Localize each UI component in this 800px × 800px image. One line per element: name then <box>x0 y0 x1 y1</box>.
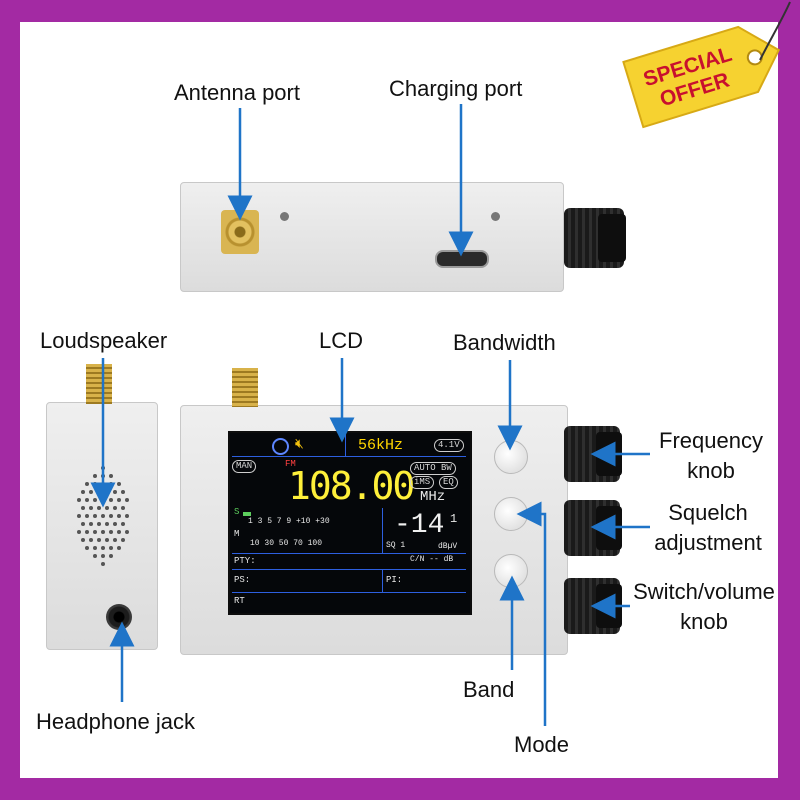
ps-field: PS: <box>234 575 251 585</box>
status-separator-v <box>345 434 346 456</box>
squelch-label: Squelch adjustment <box>654 500 762 555</box>
bandwidth-button[interactable] <box>494 440 528 474</box>
rt-field: RT <box>234 596 245 606</box>
mode-tag: MAN <box>232 460 257 473</box>
signal-value: -14 <box>394 510 445 541</box>
bandwidth-label: Bandwidth <box>453 330 556 355</box>
front-antenna <box>232 368 258 407</box>
charging-port-label: Charging port <box>389 76 523 101</box>
screw <box>280 212 289 221</box>
rds-separator-v <box>382 570 383 592</box>
headphone-jack-port <box>106 604 132 630</box>
m-meter-scale: 10 30 50 70 100 <box>250 539 323 548</box>
mode-label: Mode <box>514 732 570 757</box>
squelch-knob-cap <box>596 506 622 550</box>
circle-indicator-icon <box>272 438 289 455</box>
frequency-knob-cap <box>596 432 622 476</box>
frequency-knob-label: Frequency knob <box>659 428 763 483</box>
pty-field: PTY: <box>234 556 256 566</box>
speaker-antenna <box>86 364 112 404</box>
battery-indicator: 4.1V <box>434 439 464 452</box>
auto-bw-tag: AUTO BW <box>410 462 456 475</box>
loudspeaker-grille <box>77 466 129 566</box>
top-knob-cap <box>598 214 626 262</box>
rds-separator <box>232 592 466 593</box>
headphone-jack-label: Headphone jack <box>36 709 196 734</box>
eq-tag: EQ <box>439 476 458 489</box>
band-tag: FM <box>285 459 296 469</box>
rds-separator <box>232 569 466 570</box>
s-meter-label: S <box>234 507 240 517</box>
usb-c-port <box>435 250 489 268</box>
switch-volume-knob-cap <box>596 584 622 628</box>
antenna-port-connector <box>221 210 259 254</box>
bandwidth-readout: 56kHz <box>358 437 404 454</box>
lcd-screen <box>228 431 472 615</box>
lcd-label: LCD <box>319 328 364 353</box>
meter-separator-v <box>382 508 383 554</box>
frequency-unit: MHz <box>420 489 446 505</box>
s-meter-bar <box>243 512 251 516</box>
s-meter-scale: 1 3 5 7 9 +10 +30 <box>248 517 330 526</box>
squelch-readout: SQ 1 <box>386 541 406 550</box>
screw <box>491 212 500 221</box>
antenna-port-label: Antenna port <box>174 80 300 105</box>
photo-frame <box>20 22 778 778</box>
signal-unit: dBµV <box>438 542 458 551</box>
band-button[interactable] <box>494 554 528 588</box>
loudspeaker-label: Loudspeaker <box>40 328 168 353</box>
rds-separator <box>232 553 466 554</box>
special-offer-badge: SPECIAL OFFER <box>622 1 791 129</box>
frequency-display: 108.00 <box>288 464 415 508</box>
mode-button[interactable] <box>494 497 528 531</box>
pi-field: PI: <box>386 575 403 585</box>
status-separator <box>232 456 466 457</box>
switch-volume-label: Switch/volume knob <box>633 579 775 634</box>
cn-readout: C/N -- dB <box>410 555 454 564</box>
m-meter-label: M <box>234 529 240 539</box>
band-label: Band <box>463 677 515 702</box>
ims-tag: iMS <box>410 476 435 489</box>
speaker-mute-icon: 🔇︎ <box>295 436 304 452</box>
signal-value-sub: 1 <box>450 512 458 526</box>
